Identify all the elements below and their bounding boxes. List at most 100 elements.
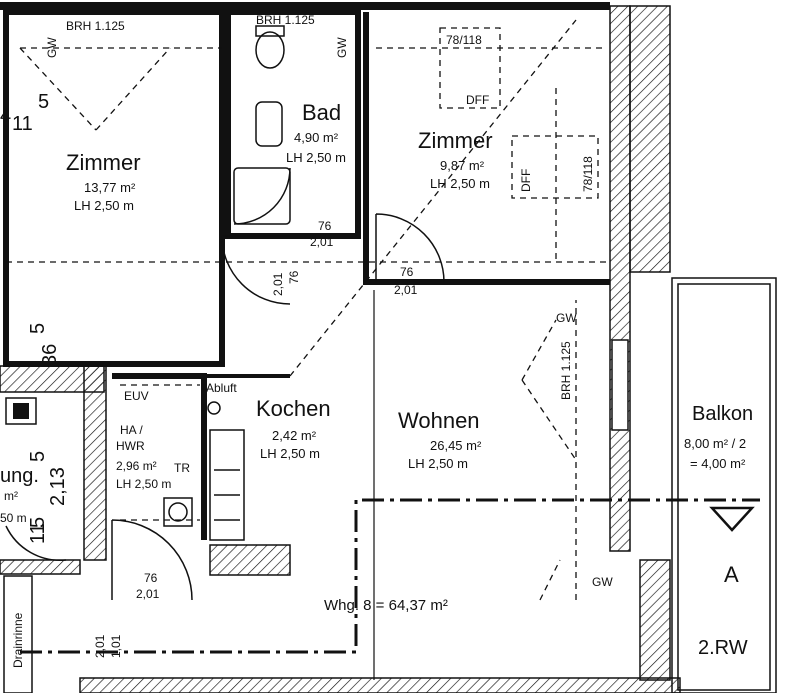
gw-label-right: GW	[556, 311, 577, 325]
hwr-label: HA / HWR 2,96 m² LH 2,50 m TR	[116, 423, 190, 491]
room-height: LH 2,50 m	[286, 150, 346, 165]
window-size-1: 78/118	[446, 33, 482, 47]
window-size-2: 78/118	[581, 156, 595, 192]
drainrinne-label: Drainrinne	[11, 612, 25, 668]
room-name: Zimmer	[66, 150, 141, 175]
room-height: 50 m	[0, 511, 27, 525]
roof-lines	[6, 19, 610, 601]
section-arrow	[709, 506, 755, 532]
balcony-outline	[671, 277, 777, 693]
gw-label-1: GW	[45, 37, 59, 58]
dim-11: 11	[12, 113, 33, 135]
wall-left-lower	[0, 559, 81, 575]
door-height-hwr: 2,01	[136, 587, 160, 601]
dim-4: 4	[0, 105, 11, 127]
zimmer-left-label: Zimmer 13,77 m² LH 2,50 m	[66, 150, 141, 213]
room-name: Wohnen	[398, 408, 480, 433]
door-height-zimmer: 2,01	[394, 283, 418, 297]
partial-room-label: ung. m² 50 m	[0, 465, 39, 525]
door-width-zimmer: 76	[400, 265, 414, 279]
dim-5: 5	[38, 91, 49, 113]
wall-bottom	[79, 677, 681, 693]
wall-right-hatched	[609, 5, 631, 552]
room-area: 8,00 m² / 2	[684, 436, 746, 451]
toilet-tank-icon	[255, 25, 285, 37]
rw-label: 2.RW	[698, 637, 748, 659]
door-width-hwr: 76	[144, 571, 158, 585]
wall-right-outer	[629, 5, 671, 273]
room-area: 2,96 m²	[116, 459, 157, 473]
abluft-label: Abluft	[206, 381, 237, 395]
apartment-total: Whg. 8 = 64,37 m²	[324, 597, 448, 614]
bad-label: Bad 4,90 m² LH 2,50 m	[286, 100, 346, 165]
toilet-icon	[255, 31, 285, 69]
wall-zimmer-left	[3, 9, 225, 367]
room-height: LH 2,50 m	[430, 176, 490, 191]
balkon-label: Balkon 8,00 m² / 2 = 4,00 m²	[684, 403, 753, 471]
drain-strip	[3, 575, 33, 693]
door-left	[5, 525, 67, 562]
room-area: 9,87 m²	[440, 158, 485, 173]
door-hwr	[111, 519, 193, 601]
skylight-top	[439, 27, 501, 109]
room-area: 4,90 m²	[294, 130, 339, 145]
wall-hatched-2	[83, 365, 107, 561]
gw-label-bottom: GW	[592, 575, 613, 589]
walls	[0, 2, 777, 693]
room-name: Bad	[302, 100, 341, 125]
door-width-bad: 76	[318, 219, 332, 233]
door-height-kitchen: 2,01	[271, 272, 285, 296]
shower-icon	[233, 167, 291, 225]
brh-label-vertical: BRH 1.125	[559, 341, 573, 400]
doors	[5, 213, 445, 601]
dim-5c: 5	[27, 451, 49, 462]
dim-5d: 5	[27, 517, 49, 528]
dim-36: 36	[39, 344, 61, 366]
door-height-left: 2,01	[93, 634, 107, 658]
wall-zimmer-right	[363, 12, 610, 285]
room-name-2: HWR	[116, 439, 145, 453]
euv-label: EUV	[124, 389, 149, 403]
room-name: Balkon	[692, 403, 753, 425]
room-area: 2,42 m²	[272, 428, 317, 443]
dff-label-1: DFF	[466, 93, 489, 107]
vent-box-inner	[13, 403, 29, 419]
abluft-icon	[207, 401, 221, 415]
dim-11b: 11	[27, 523, 49, 544]
room-height: LH 2,50 m	[260, 446, 320, 461]
room-name: ung.	[0, 465, 39, 487]
zimmer-right-label: Zimmer 9,87 m² LH 2,50 m	[418, 128, 493, 191]
room-name: Kochen	[256, 396, 331, 421]
sink-icon	[255, 101, 283, 147]
gw-label-2: GW	[335, 37, 349, 58]
room-area: m²	[4, 489, 18, 503]
door-width-left: 1,01	[109, 634, 123, 658]
door-height-bad: 2,01	[310, 235, 334, 249]
section-label: A	[724, 562, 739, 587]
dim-5b: 5	[27, 323, 49, 334]
wall-right-lower	[639, 559, 671, 681]
dff-label-2: DFF	[519, 169, 533, 192]
room-name: Zimmer	[418, 128, 493, 153]
room-area-2: = 4,00 m²	[690, 456, 746, 471]
section-line	[20, 498, 760, 654]
skylights	[439, 27, 599, 199]
room-name-1: HA /	[120, 423, 143, 437]
washing-machine-icon	[168, 502, 188, 522]
wohnen-label: Wohnen 26,45 m² LH 2,50 m	[398, 408, 482, 471]
brh-label-2: BRH 1.125	[256, 13, 315, 27]
window-right	[611, 339, 629, 431]
skylight-right	[511, 135, 599, 199]
annotations: BRH 1.125 BRH 1.125 GW GW GW GW BRH 1.12…	[0, 13, 748, 668]
room-height: LH 2,50 m	[408, 456, 468, 471]
door-width-kitchen: 76	[287, 270, 301, 284]
brh-label-1: BRH 1.125	[66, 19, 125, 33]
room-height: LH 2,50 m	[74, 198, 134, 213]
vent-box	[5, 397, 37, 425]
room-area: 13,77 m²	[84, 180, 136, 195]
kochen-label: Kochen 2,42 m² LH 2,50 m	[256, 396, 331, 461]
bathroom-fixtures	[163, 25, 291, 527]
kitchen-counter	[209, 429, 291, 576]
door-bad	[221, 235, 291, 305]
